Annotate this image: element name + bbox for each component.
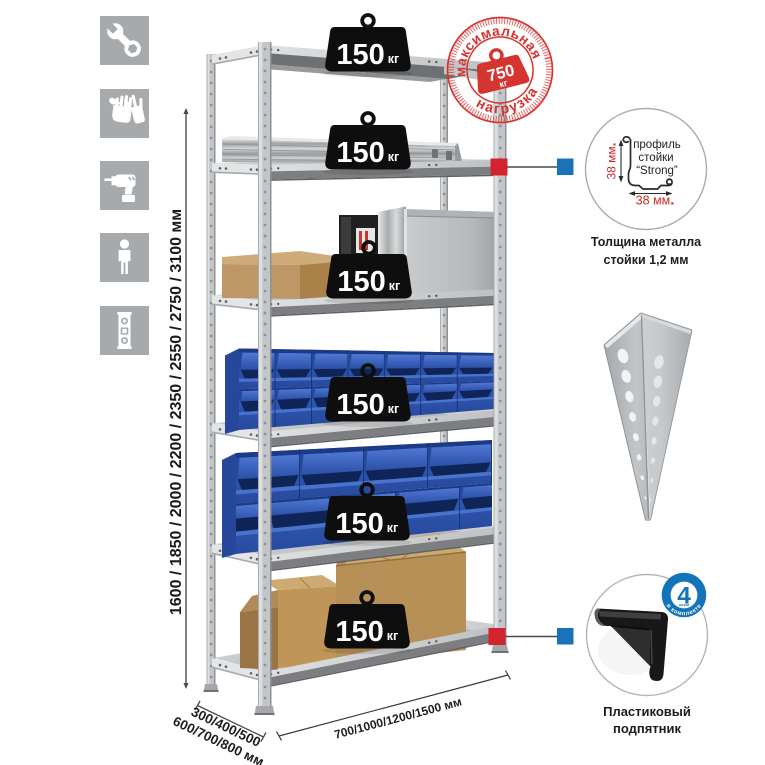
svg-text:4: 4	[677, 583, 691, 610]
svg-text:подпятник: подпятник	[613, 721, 682, 736]
svg-text:38 мм.: 38 мм.	[636, 192, 675, 209]
svg-text:стойки 1,2 мм: стойки 1,2 мм	[604, 253, 689, 267]
svg-text:кг: кг	[498, 78, 509, 90]
svg-text:профиль: профиль	[633, 139, 681, 151]
svg-text:Пластиковый: Пластиковый	[603, 704, 691, 719]
svg-text:“Strong”: “Strong”	[636, 165, 678, 177]
svg-text:стойки: стойки	[638, 152, 673, 164]
svg-text:1600 / 1850 / 2000 / 2200 / 23: 1600 / 1850 / 2000 / 2200 / 2350 / 2550 …	[168, 209, 185, 615]
svg-text:штуки: штуки	[679, 603, 689, 607]
svg-text:38 мм.: 38 мм.	[603, 142, 619, 179]
svg-text:Толщина металла: Толщина металла	[591, 235, 702, 249]
